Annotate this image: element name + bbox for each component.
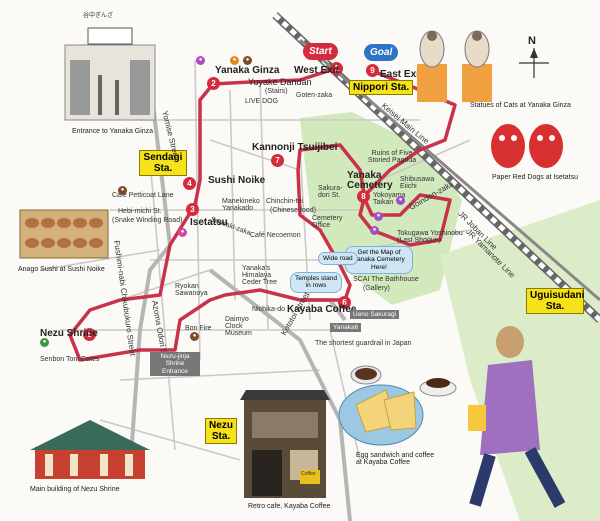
yuyake-stairs-label: (Stairs) [265,88,288,95]
sendagi-station: Sendagi Sta. [139,150,187,176]
goten-zaka-label: Goten-zaka [296,92,333,99]
cemetery-map-note: Get the Map of Yanaka Cemetery Here! [345,246,413,275]
compass-icon [519,48,549,78]
red-dogs-illustration [491,124,563,168]
uguisudani-station: Uguisudani Sta. [526,288,584,314]
chinchin-sub-label: (Chinese food) [270,207,316,214]
live-dog-label: LIVE DOG [245,98,279,105]
nezu-shrine-illustration [30,420,150,479]
chinchin-tei-label: Chinchin-tei [266,198,303,205]
red-dogs-caption: Paper Red Dogs at Isetatsu [492,174,578,181]
cat-statues-illustration [417,30,492,102]
yokoyama-label: Yokoyama Taikan [373,192,406,206]
shop-icon: ● [178,228,187,237]
stop-badge-4: 4 [183,177,196,190]
grave-icon: ● [370,226,379,235]
pagoda-ruins-label: Ruins of Five Storied Pagoda [367,150,417,164]
start-bubble: Start [303,43,338,60]
walking-route [68,66,457,362]
stop-badge-7: 7 [271,154,284,167]
nezu-shrine-label: Nezu Shrine [40,328,98,339]
yanaka6-tag: Yanaka6 [330,323,362,333]
cats-caption: Statues of Cats at Yanaka Ginza [470,102,571,109]
temples-note: Temples stand in rows [290,272,342,293]
yanaka-cemetery-label: Yanaka Cemetery [347,170,393,191]
stop-badge-3: 3 [186,203,199,216]
nichika-do-label: Nichika-do [252,306,286,313]
restaurant-icon: ● [230,56,239,65]
manekineko-label: Manekineko Yanakado [222,198,260,212]
cemetery-office-label: Cemetery Office [312,215,343,229]
senbon-torii-label: Senbon Torii Gates [40,356,100,363]
retro-cafe-caption: Retro cafe, Kayaba Coffee [248,503,331,510]
cafe-necoemon-label: Café Necoemon [250,232,301,239]
egg-sandwich-illustration [338,365,424,446]
grave-icon: ● [374,212,383,221]
anago-caption: Anago Sushi at Sushi Noike [18,266,105,273]
egg-sandwich-caption: Egg sandwich and coffee at Kayaba Coffee [356,452,435,466]
west-exit-label: West Exit [294,65,339,76]
isetatsu-label: Isetatsu [190,217,228,228]
hebimichi-sub-label: (Snake Winding Road) [112,217,183,224]
stop-badge-2: 2 [207,77,220,90]
ueno-sakuragi-tag: Ueno Sakuragi [350,310,399,320]
yanaka-ginza-label: Yanaka Ginza [215,65,280,76]
yuyake-dandan-label: Yuyake Dandan [248,77,312,87]
sakura-dori-label: Sakura-dori St. [318,185,343,199]
coffee-icon: ● [118,186,127,195]
minor-roads [39,59,471,461]
wide-road-note: Wide road [318,252,358,266]
scai-sub-label: (Gallery) [363,285,390,292]
walking-woman-illustration [468,326,566,508]
east-exit-label: East Exit [380,69,423,80]
nezu-entrance-tag: Nezu-jinja Shrine Entrance [150,352,200,377]
cafe-petticoat-label: Cafe Petticoat Lane [112,192,174,199]
kayaba-retro-cafe-illustration [240,390,330,498]
ginza-sign-text: 谷中ぎんざ [83,13,114,19]
sushi-noike-label: Sushi Noike [208,175,266,186]
anago-sushi-illustration [19,209,109,259]
goal-bubble: Goal [364,44,399,61]
coffee-cup-illustration [419,378,457,397]
daimyo-museum-label: Daimyo Clock Museum [225,316,252,337]
stop-badge-9: 9 [366,64,379,77]
nezu-main-caption: Main building of Nezu Shrine [30,486,120,493]
shop-icon: ● [196,56,205,65]
stop-badge-8: 8 [357,190,370,203]
stop-badge-1: 1 [330,62,343,75]
nippori-station: Nippori Sta. [349,80,414,95]
kannonji-label: Kannonji Tsuijibei [252,142,338,153]
guardrail-label: The shortest guardrail in Japan [315,340,412,347]
north-arrow-label: N [528,35,536,47]
tokugawa-label: Tokugawa Yoshinobu (Last Shogun) [397,230,463,244]
nezu-station: Nezu Sta. [205,418,237,444]
ryokan-label: Ryokan Sawanoya [175,283,208,297]
yanaka-ginza-entrance-illustration [64,27,156,121]
kayaba-coffee-label: Kayaba Coffee [287,304,357,315]
coffee-icon: ● [243,56,252,65]
stop-badge-6: 6 [338,296,351,309]
cafe-sign-text: Coffee [301,471,316,477]
hebimichi-label: Hebi-michi St. [118,208,162,215]
shrine-icon: ● [40,338,49,347]
himalaya-cedar-label: Yanaka's Himalaya Ceder Tree [242,265,278,286]
coffee-icon: ● [190,332,199,341]
grave-icon: ● [396,196,405,205]
shibusawa-label: Shibusawa Eiichi [400,176,435,190]
scai-label: SCAI The Bathhouse [353,276,419,283]
bon-fire-label: Bon Fire [185,325,212,332]
ginza-entrance-caption: Entrance to Yanaka Ginza [72,128,154,135]
stop-badge-5: 5 [83,328,96,341]
